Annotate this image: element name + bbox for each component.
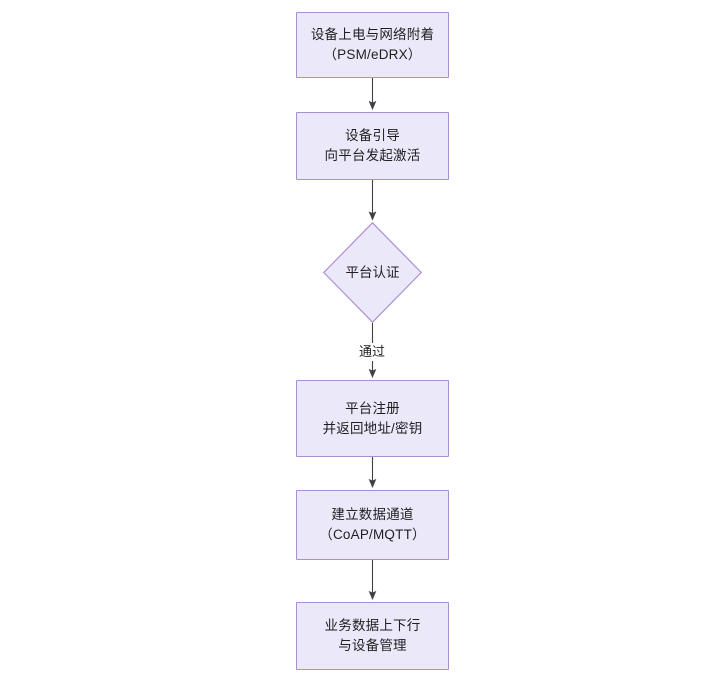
diamond-shape-icon	[323, 222, 422, 323]
node-bootstrap-label: 设备引导 向平台发起激活	[324, 128, 421, 163]
node-data-channel-label: 建立数据通道 （CoAP/MQTT）	[319, 507, 426, 542]
node-platform-register-label: 平台注册 并返回地址/密钥	[322, 400, 423, 436]
node-business-data-label: 业务数据上下行 与设备管理	[324, 618, 421, 653]
node-business-data[interactable]: 业务数据上下行 与设备管理	[296, 602, 449, 670]
node-bootstrap[interactable]: 设备引导 向平台发起激活	[296, 112, 449, 180]
node-power-on-label: 设备上电与网络附着 （PSM/eDRX）	[310, 27, 435, 62]
node-power-on[interactable]: 设备上电与网络附着 （PSM/eDRX）	[296, 12, 449, 78]
edge-label-pass: 通过	[356, 343, 388, 361]
edge-label-pass-text: 通过	[358, 344, 386, 359]
node-platform-auth-label: 平台认证	[345, 264, 400, 280]
node-data-channel[interactable]: 建立数据通道 （CoAP/MQTT）	[296, 490, 449, 560]
node-platform-register[interactable]: 平台注册 并返回地址/密钥	[296, 380, 449, 457]
node-platform-auth[interactable]: 平台认证	[323, 222, 422, 323]
